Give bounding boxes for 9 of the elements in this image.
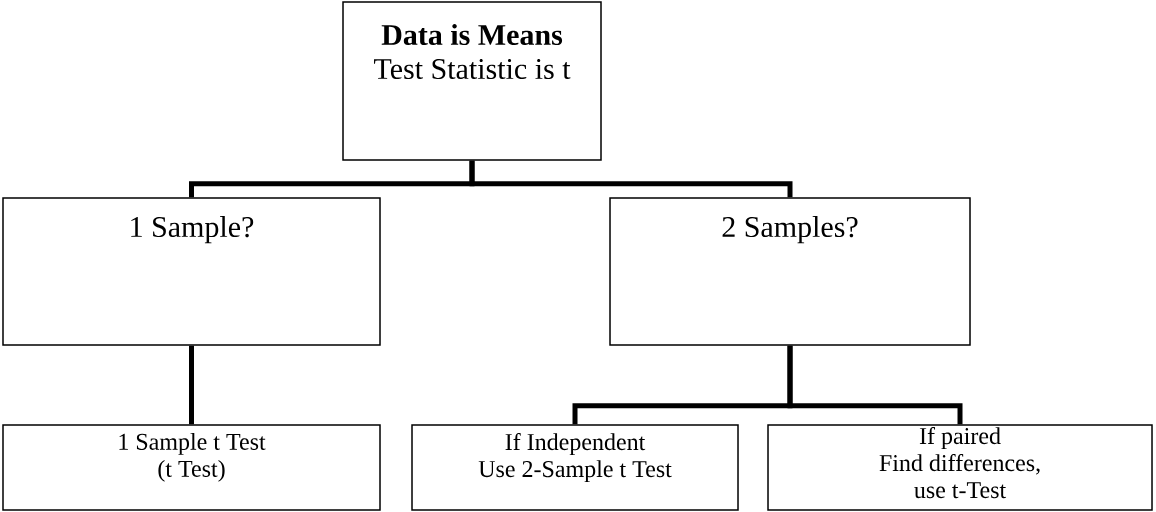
process-box: If Independent Use 2-Sample t Test — [411, 424, 739, 511]
process-box: 2 Samples? — [609, 197, 971, 346]
connector-line — [469, 160, 793, 198]
process-box: 1 Sample? — [2, 197, 381, 346]
connector-line — [189, 345, 194, 425]
process-box: Data is Means Test Statistic is t — [342, 1, 602, 161]
process-box: 1 Sample t Test (t Test) — [2, 424, 381, 511]
connector-line — [787, 345, 963, 425]
process-box: If paired Find differences, use t-Test — [767, 424, 1153, 511]
